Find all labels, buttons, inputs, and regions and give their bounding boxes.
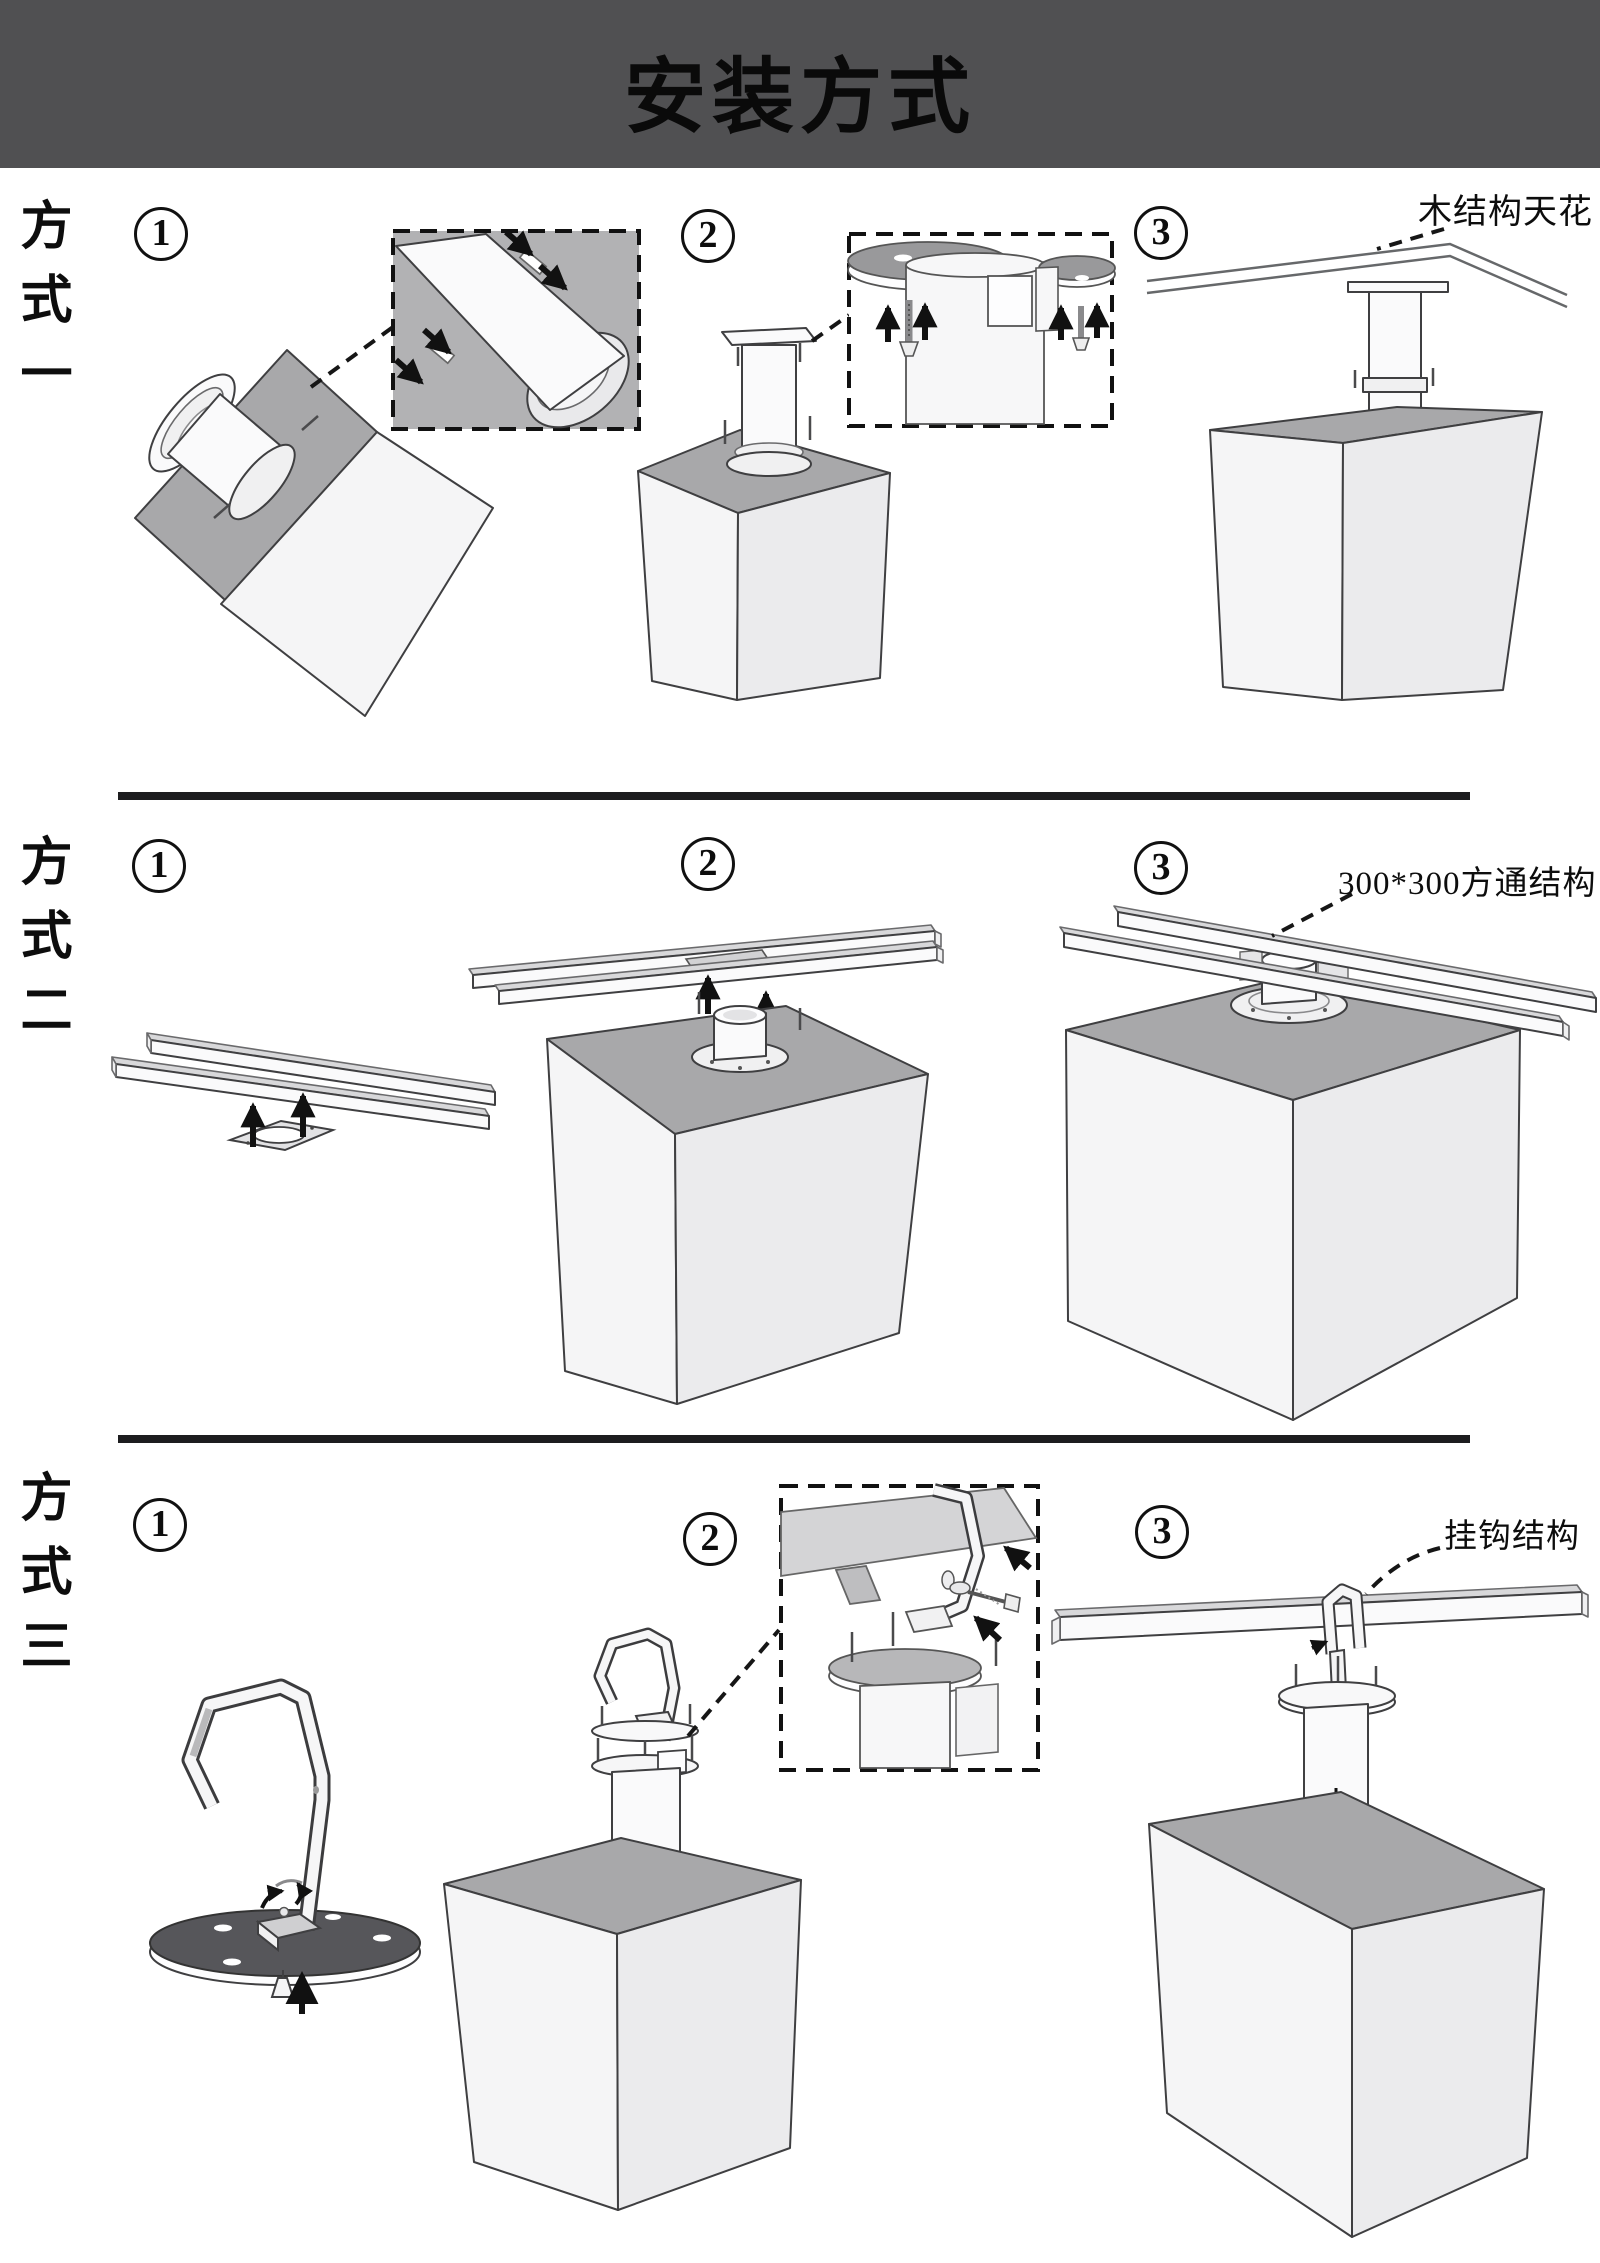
method1-step3-number: 3 — [1134, 206, 1188, 260]
method2-step1-number: 1 — [132, 839, 186, 893]
method3-label: 方式三 — [12, 1470, 69, 1692]
method2-step1-illustration — [111, 1032, 496, 1152]
method3-step2-illustration — [443, 1483, 1040, 2211]
method1-step3-illustration — [1146, 227, 1568, 701]
method3-step3-number: 3 — [1135, 1505, 1189, 1559]
method1-step1-illustration — [134, 229, 641, 717]
annotation-hook-structure: 挂钩结构 — [1444, 1519, 1580, 1555]
separator-1 — [118, 792, 1470, 800]
method1-step2-number: 2 — [681, 209, 735, 263]
method1-label: 方式一 — [12, 198, 69, 420]
header-bar: 安装方式 — [0, 0, 1600, 168]
method3-step2-number: 2 — [683, 1512, 737, 1566]
annotation-square-tube: 300*300方通结构 — [1338, 866, 1597, 902]
page-title: 安装方式 — [623, 52, 976, 143]
method3-step1-number: 1 — [133, 1498, 187, 1552]
method2-step3-illustration — [1059, 892, 1597, 1421]
annotation-wood-ceiling: 木结构天花 — [1418, 194, 1593, 231]
method2-step2-number: 2 — [681, 837, 735, 891]
method2-step3-number: 3 — [1134, 841, 1188, 895]
method3-step1-illustration — [149, 1678, 421, 2014]
method1-step1-number: 1 — [134, 207, 188, 261]
method3-step3-illustration — [1051, 1546, 1589, 2238]
method2-step2-illustration — [468, 924, 944, 1405]
method2-label: 方式二 — [12, 834, 69, 1056]
separator-2 — [118, 1435, 1470, 1443]
method1-step2-illustration — [637, 232, 1116, 701]
